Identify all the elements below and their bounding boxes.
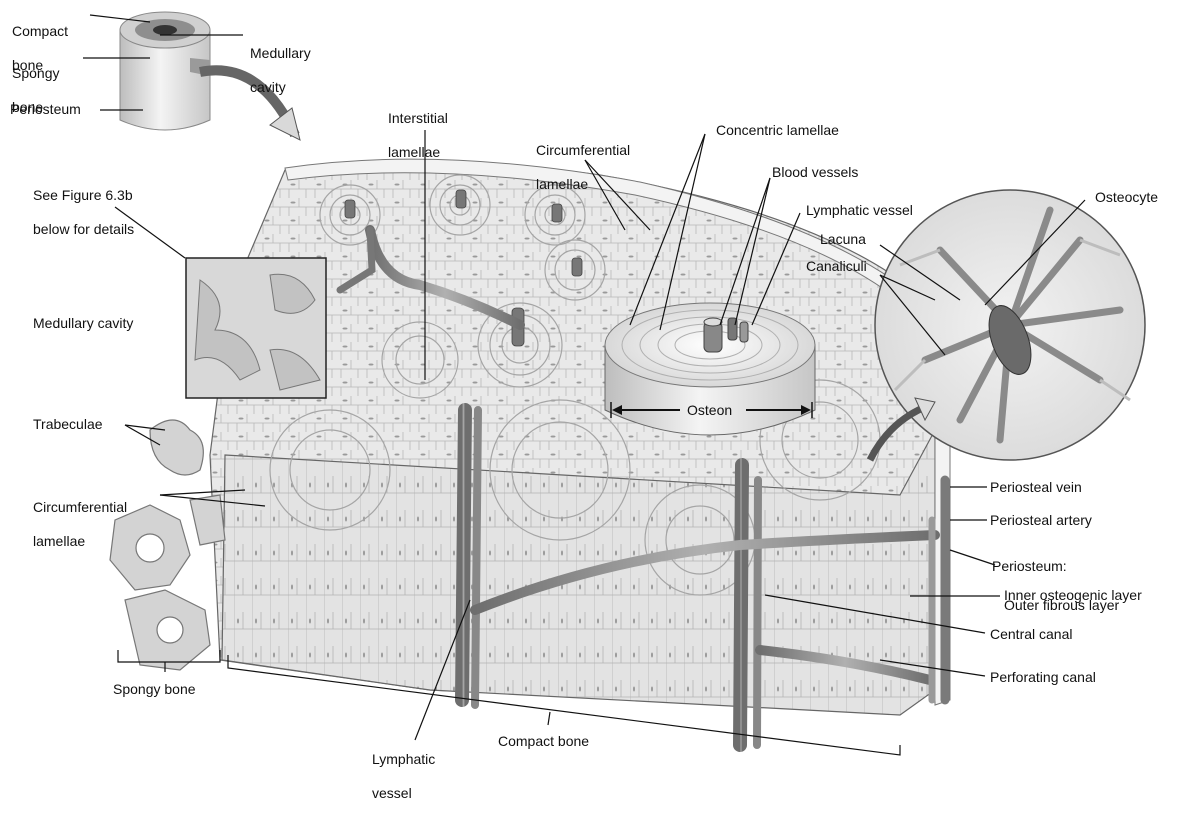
detail-box xyxy=(186,258,326,398)
label-line: Spongy xyxy=(12,65,59,82)
label-periosteum-layers: Periosteum: Outer fibrous layer xyxy=(992,541,1119,631)
bone-structure-illustration xyxy=(0,0,1187,767)
osteocyte-magnified xyxy=(875,190,1145,460)
label-spongy-bone: Spongy bone xyxy=(113,681,196,698)
label-perforating-canal: Perforating canal xyxy=(990,669,1096,686)
label-line: See Figure 6.3b xyxy=(33,187,134,204)
label-concentric-lamellae: Concentric lamellae xyxy=(716,122,839,139)
label-trabeculae: Trabeculae xyxy=(33,416,103,433)
label-line: Medullary xyxy=(250,45,311,62)
label-central-canal: Central canal xyxy=(990,626,1073,643)
label-osteon: Osteon xyxy=(687,402,732,419)
label-compact-bone: Compact bone xyxy=(498,733,589,750)
label-line: lamellae xyxy=(536,176,630,193)
label-lymphatic-vessel-top: Lymphatic vessel xyxy=(806,202,913,219)
label-line: Circumferential xyxy=(33,499,127,516)
label-line: Compact xyxy=(12,23,68,40)
label-line: Periosteum: xyxy=(992,558,1119,575)
label-periosteal-vein: Periosteal vein xyxy=(990,479,1082,496)
label-line: vessel xyxy=(372,785,435,802)
label-periosteum-inset: Periosteum xyxy=(10,101,81,118)
label-periosteal-artery: Periosteal artery xyxy=(990,512,1092,529)
label-line: below for details xyxy=(33,221,134,238)
trabeculae xyxy=(110,420,225,670)
label-line: cavity xyxy=(250,79,311,96)
label-blood-vessels: Blood vessels xyxy=(772,164,858,181)
label-line: Lymphatic xyxy=(372,751,435,768)
label-lymphatic-vessel-bottom: Lymphatic vessel xyxy=(372,734,435,819)
label-line: lamellae xyxy=(33,533,127,550)
bone-inset xyxy=(120,12,210,130)
label-lacuna: Lacuna xyxy=(820,231,866,248)
label-line: Circumferential xyxy=(536,142,630,159)
label-circumferential-lamellae-top: Circumferential lamellae xyxy=(536,125,630,210)
label-inner-osteogenic-layer: Inner osteogenic layer xyxy=(1004,587,1142,604)
label-line: lamellae xyxy=(388,144,448,161)
label-medullary-cavity: Medullary cavity xyxy=(33,315,133,332)
label-line: Interstitial xyxy=(388,110,448,127)
label-spongy-bone-inset: Spongy bone xyxy=(12,48,59,133)
label-interstitial-lamellae: Interstitial lamellae xyxy=(388,93,448,178)
label-osteocyte: Osteocyte xyxy=(1095,189,1158,206)
label-see-figure: See Figure 6.3b below for details xyxy=(33,170,134,255)
label-canaliculi: Canaliculi xyxy=(806,258,867,275)
label-medullary-cavity-inset: Medullary cavity xyxy=(250,28,311,113)
label-circumferential-lamellae-left: Circumferential lamellae xyxy=(33,482,127,567)
